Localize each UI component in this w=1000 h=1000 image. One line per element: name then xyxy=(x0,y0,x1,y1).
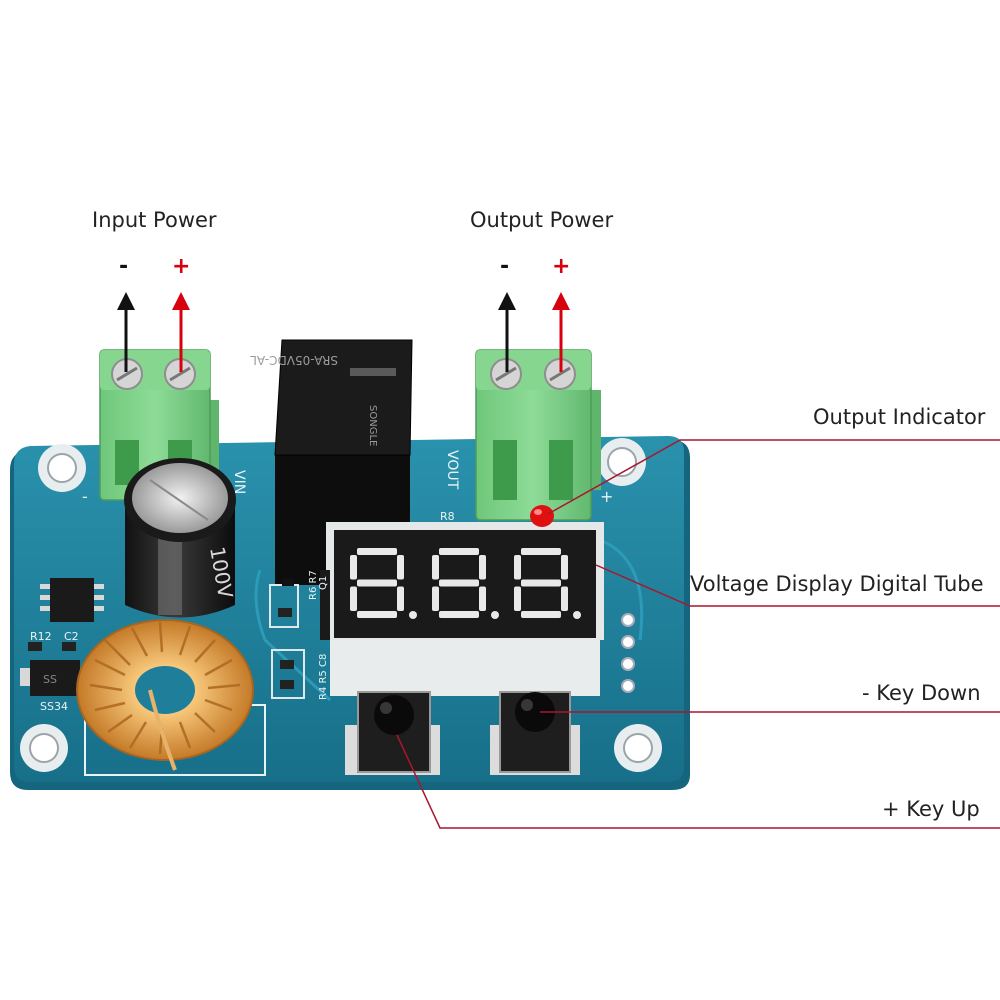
digit-2-decimal-point xyxy=(491,611,499,619)
output-power-label: Output Power xyxy=(470,208,614,232)
input-minus-sign: - xyxy=(119,254,129,279)
mounting-hole-top-left xyxy=(38,444,86,492)
silk-r8: R8 xyxy=(440,510,455,523)
digit-3-segment-3 xyxy=(521,611,561,618)
digit-3-segment-5 xyxy=(561,555,568,580)
output-plus-sign: + xyxy=(552,254,571,279)
header-pads xyxy=(621,613,635,693)
digit-1-segment-5 xyxy=(397,555,404,580)
silk-q1: Q1 xyxy=(318,576,329,590)
silk-c2: C2 xyxy=(64,630,79,643)
mounting-hole-bottom-right xyxy=(614,724,662,772)
digit-1-segment-3 xyxy=(357,611,397,618)
ss34-chip-text: SS xyxy=(43,673,57,686)
digit-2-segment-6 xyxy=(432,586,439,611)
digit-1-segment-6 xyxy=(350,586,357,611)
digit-1-segment-2 xyxy=(357,579,397,587)
smd-ic xyxy=(40,578,104,622)
digit-1-segment-7 xyxy=(397,586,404,611)
digit-3-segment-1 xyxy=(521,548,561,555)
silk-vin: VIN xyxy=(231,470,247,494)
digit-3-segment-2 xyxy=(521,579,561,587)
silk-r4r5c8: R4 R5 C8 xyxy=(318,654,329,700)
leader-key-up xyxy=(396,734,1000,829)
digit-1-segment-1 xyxy=(357,548,397,555)
display-digits xyxy=(350,548,581,619)
digit-2-segment-2 xyxy=(439,579,479,587)
input-plus-sign: + xyxy=(172,254,191,279)
electrolytic-capacitor: 100V xyxy=(124,458,238,618)
digit-3-segment-4 xyxy=(514,555,521,580)
digit-2-segment-5 xyxy=(479,555,486,580)
silk-minus: - xyxy=(82,487,88,506)
digit-1-decimal-point xyxy=(409,611,417,619)
silk-ss34: SS34 xyxy=(40,700,68,713)
digit-3-decimal-point xyxy=(573,611,581,619)
output-indicator-label: Output Indicator xyxy=(813,405,986,429)
digit-3-segment-6 xyxy=(514,586,521,611)
voltage-display-label: Voltage Display Digital Tube xyxy=(690,572,984,596)
key-up-label: + Key Up xyxy=(882,797,980,821)
silk-r12: R12 xyxy=(30,630,52,643)
output-led xyxy=(530,505,554,527)
mounting-hole-bottom-left xyxy=(20,724,68,772)
output-positive-arrow xyxy=(552,292,570,372)
digit-2-segment-1 xyxy=(439,548,479,555)
silk-plus: + xyxy=(600,487,613,506)
small-smd-parts xyxy=(28,578,305,699)
leader-voltage-display xyxy=(595,564,1000,607)
voltage-display xyxy=(320,522,604,696)
relay-model-text: SRA-05VDC-AL xyxy=(250,353,338,367)
silk-vout: VOUT xyxy=(444,450,460,490)
silk-r6r7: R6 R7 xyxy=(308,570,319,600)
toroidal-inductor xyxy=(76,619,254,771)
digit-2-segment-3 xyxy=(439,611,479,618)
relay-brand-text: SONGLE xyxy=(367,405,378,446)
input-power-label: Input Power xyxy=(92,208,217,232)
input-positive-arrow xyxy=(172,292,190,372)
output-negative-arrow xyxy=(498,292,516,372)
key-down-label: - Key Down xyxy=(862,681,981,705)
output-minus-sign: - xyxy=(500,254,510,279)
leader-output-indicator xyxy=(547,439,1000,515)
digit-2-segment-7 xyxy=(479,586,486,611)
digit-2-segment-4 xyxy=(432,555,439,580)
mounting-hole-top-right xyxy=(598,438,646,486)
digit-3-segment-7 xyxy=(561,586,568,611)
input-negative-arrow xyxy=(117,292,135,372)
digit-1-segment-4 xyxy=(350,555,357,580)
key-down-button[interactable] xyxy=(345,691,440,775)
key-up-button[interactable] xyxy=(490,691,580,775)
